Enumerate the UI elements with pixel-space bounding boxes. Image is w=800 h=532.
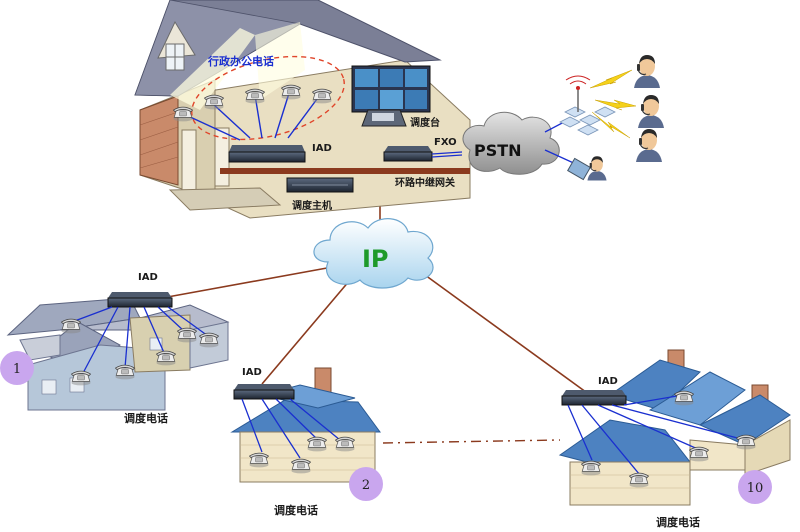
dispatch-phone: [689, 446, 709, 462]
site-2-iad: IAD: [233, 367, 295, 400]
site2-site10-dashed-link: [382, 439, 561, 444]
site-10-phone-lines: [567, 394, 746, 476]
cell-tower: [559, 75, 616, 136]
pstn-label: PSTN: [474, 141, 522, 160]
dispatch-phone: [61, 318, 81, 334]
office-phone: [173, 106, 193, 122]
site-10-number: 10: [747, 481, 764, 496]
fxo-label: FXO: [434, 137, 457, 148]
dispatch-phone: [177, 327, 197, 343]
loop-trunk-gateway: FXO 环路中继网关: [383, 137, 463, 189]
site-10-iad: IAD: [561, 376, 627, 406]
main-iad-label: IAD: [312, 143, 332, 154]
dispatch-phone: [335, 436, 355, 452]
site-1-badge: 1: [0, 351, 34, 385]
porch-pillar: [181, 129, 197, 191]
dispatch-phone: [581, 460, 601, 476]
office-phones-label: 行政办公电话: [207, 54, 274, 68]
pstn-cloud: PSTN: [462, 111, 560, 175]
site-2-badge: 2: [349, 467, 383, 501]
ip-label: IP: [362, 245, 389, 273]
site-10-iad-label: IAD: [598, 376, 618, 387]
dispatch-phone: [115, 364, 135, 380]
office-phone-group: 行政办公电话: [173, 54, 345, 141]
office-phone: [204, 94, 224, 110]
dispatch-console-label: 调度台: [410, 116, 440, 129]
site-2-phone-lines: [241, 398, 341, 459]
site-1-iad-label: IAD: [138, 272, 158, 283]
site-1-phone-lines: [71, 306, 209, 376]
dispatch-phone: [674, 390, 694, 406]
site-2-iad-label: IAD: [242, 367, 262, 378]
link-ip-site1: [161, 267, 328, 299]
site-1-building: [6, 297, 230, 411]
lightning-signals: [589, 69, 637, 139]
mobile-user: [633, 54, 661, 88]
link-ip-site2: [261, 279, 351, 385]
loop-gateway-label: 环路中继网关: [395, 176, 455, 189]
site-1-phones-label: 调度电话: [124, 411, 168, 425]
dispatch-phone: [736, 434, 756, 450]
dispatch-phone: [291, 458, 311, 474]
dispatch-phone: [307, 436, 327, 452]
dispatch-host-server: 调度主机: [286, 177, 354, 212]
link-ip-site10: [424, 274, 591, 396]
office-phone: [245, 88, 265, 104]
dispatch-phone: [199, 332, 219, 348]
mobile-user: [637, 94, 665, 128]
site-10-badge: 10: [738, 470, 772, 504]
office-phone: [281, 84, 301, 100]
site-1-number: 1: [13, 362, 21, 377]
dispatch-phone: [71, 370, 91, 386]
dispatch-phone: [629, 472, 649, 488]
dispatch-phone: [249, 452, 269, 468]
site-10-phones-label: 调度电话: [656, 515, 700, 529]
main-iad-device: IAD: [228, 143, 332, 163]
office-phones-dashed-ring: [191, 55, 345, 141]
mobile-user: [635, 128, 663, 162]
dispatch-host-label: 调度主机: [292, 199, 332, 212]
dormer-window: [157, 20, 196, 71]
office-phone: [312, 88, 332, 104]
dispatch-console: 调度台: [351, 65, 440, 129]
ip-cloud: IP: [313, 218, 434, 289]
dispatch-phone: [156, 350, 176, 366]
site-2-phones-label: 调度电话: [274, 503, 318, 517]
site-2-number: 2: [362, 478, 370, 493]
site-1-iad: IAD: [107, 272, 173, 308]
landline-user: [567, 155, 608, 181]
